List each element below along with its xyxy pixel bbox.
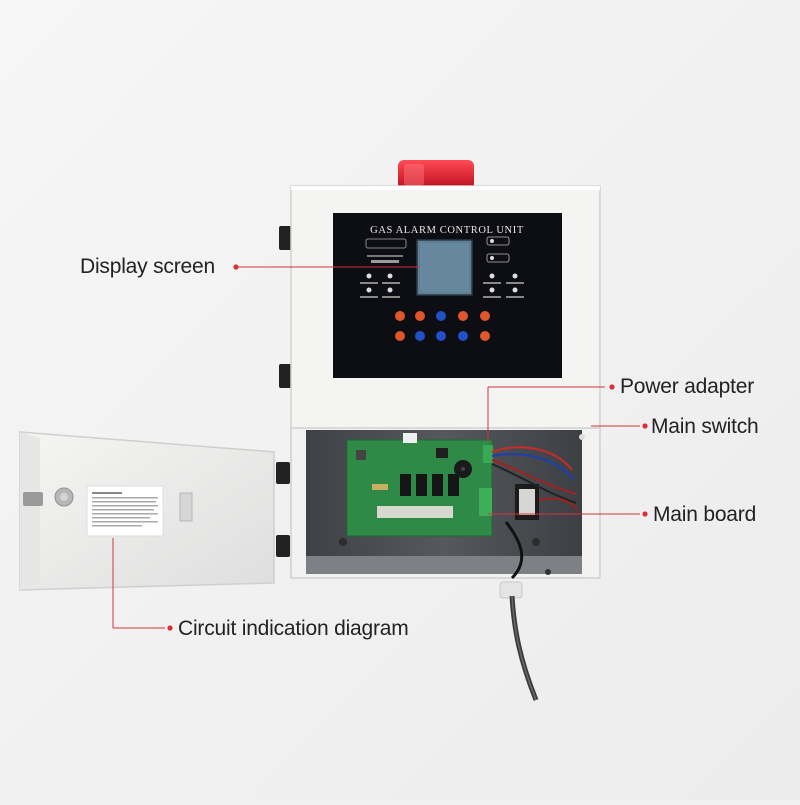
open-door [19, 431, 275, 591]
main-board [346, 433, 493, 537]
callout-dots [167, 264, 648, 631]
callout-leaders [112, 266, 640, 629]
callout-circuit-diagram: Circuit indication diagram [178, 617, 409, 640]
circuit-diagram-sticker [86, 485, 164, 537]
panel-title: GAS ALARM CONTROL UNIT [370, 225, 524, 236]
keypad [395, 311, 490, 341]
alarm-beacon [398, 160, 474, 190]
callout-display-screen: Display screen [80, 255, 215, 278]
callout-main-board: Main board [653, 503, 757, 526]
callout-power-adapter: Power adapter [620, 375, 754, 398]
callout-main-switch: Main switch [651, 415, 759, 438]
power-terminal [515, 484, 539, 520]
front-panel: GAS ALARM CONTROL UNIT [333, 213, 562, 378]
power-cable [499, 581, 539, 701]
